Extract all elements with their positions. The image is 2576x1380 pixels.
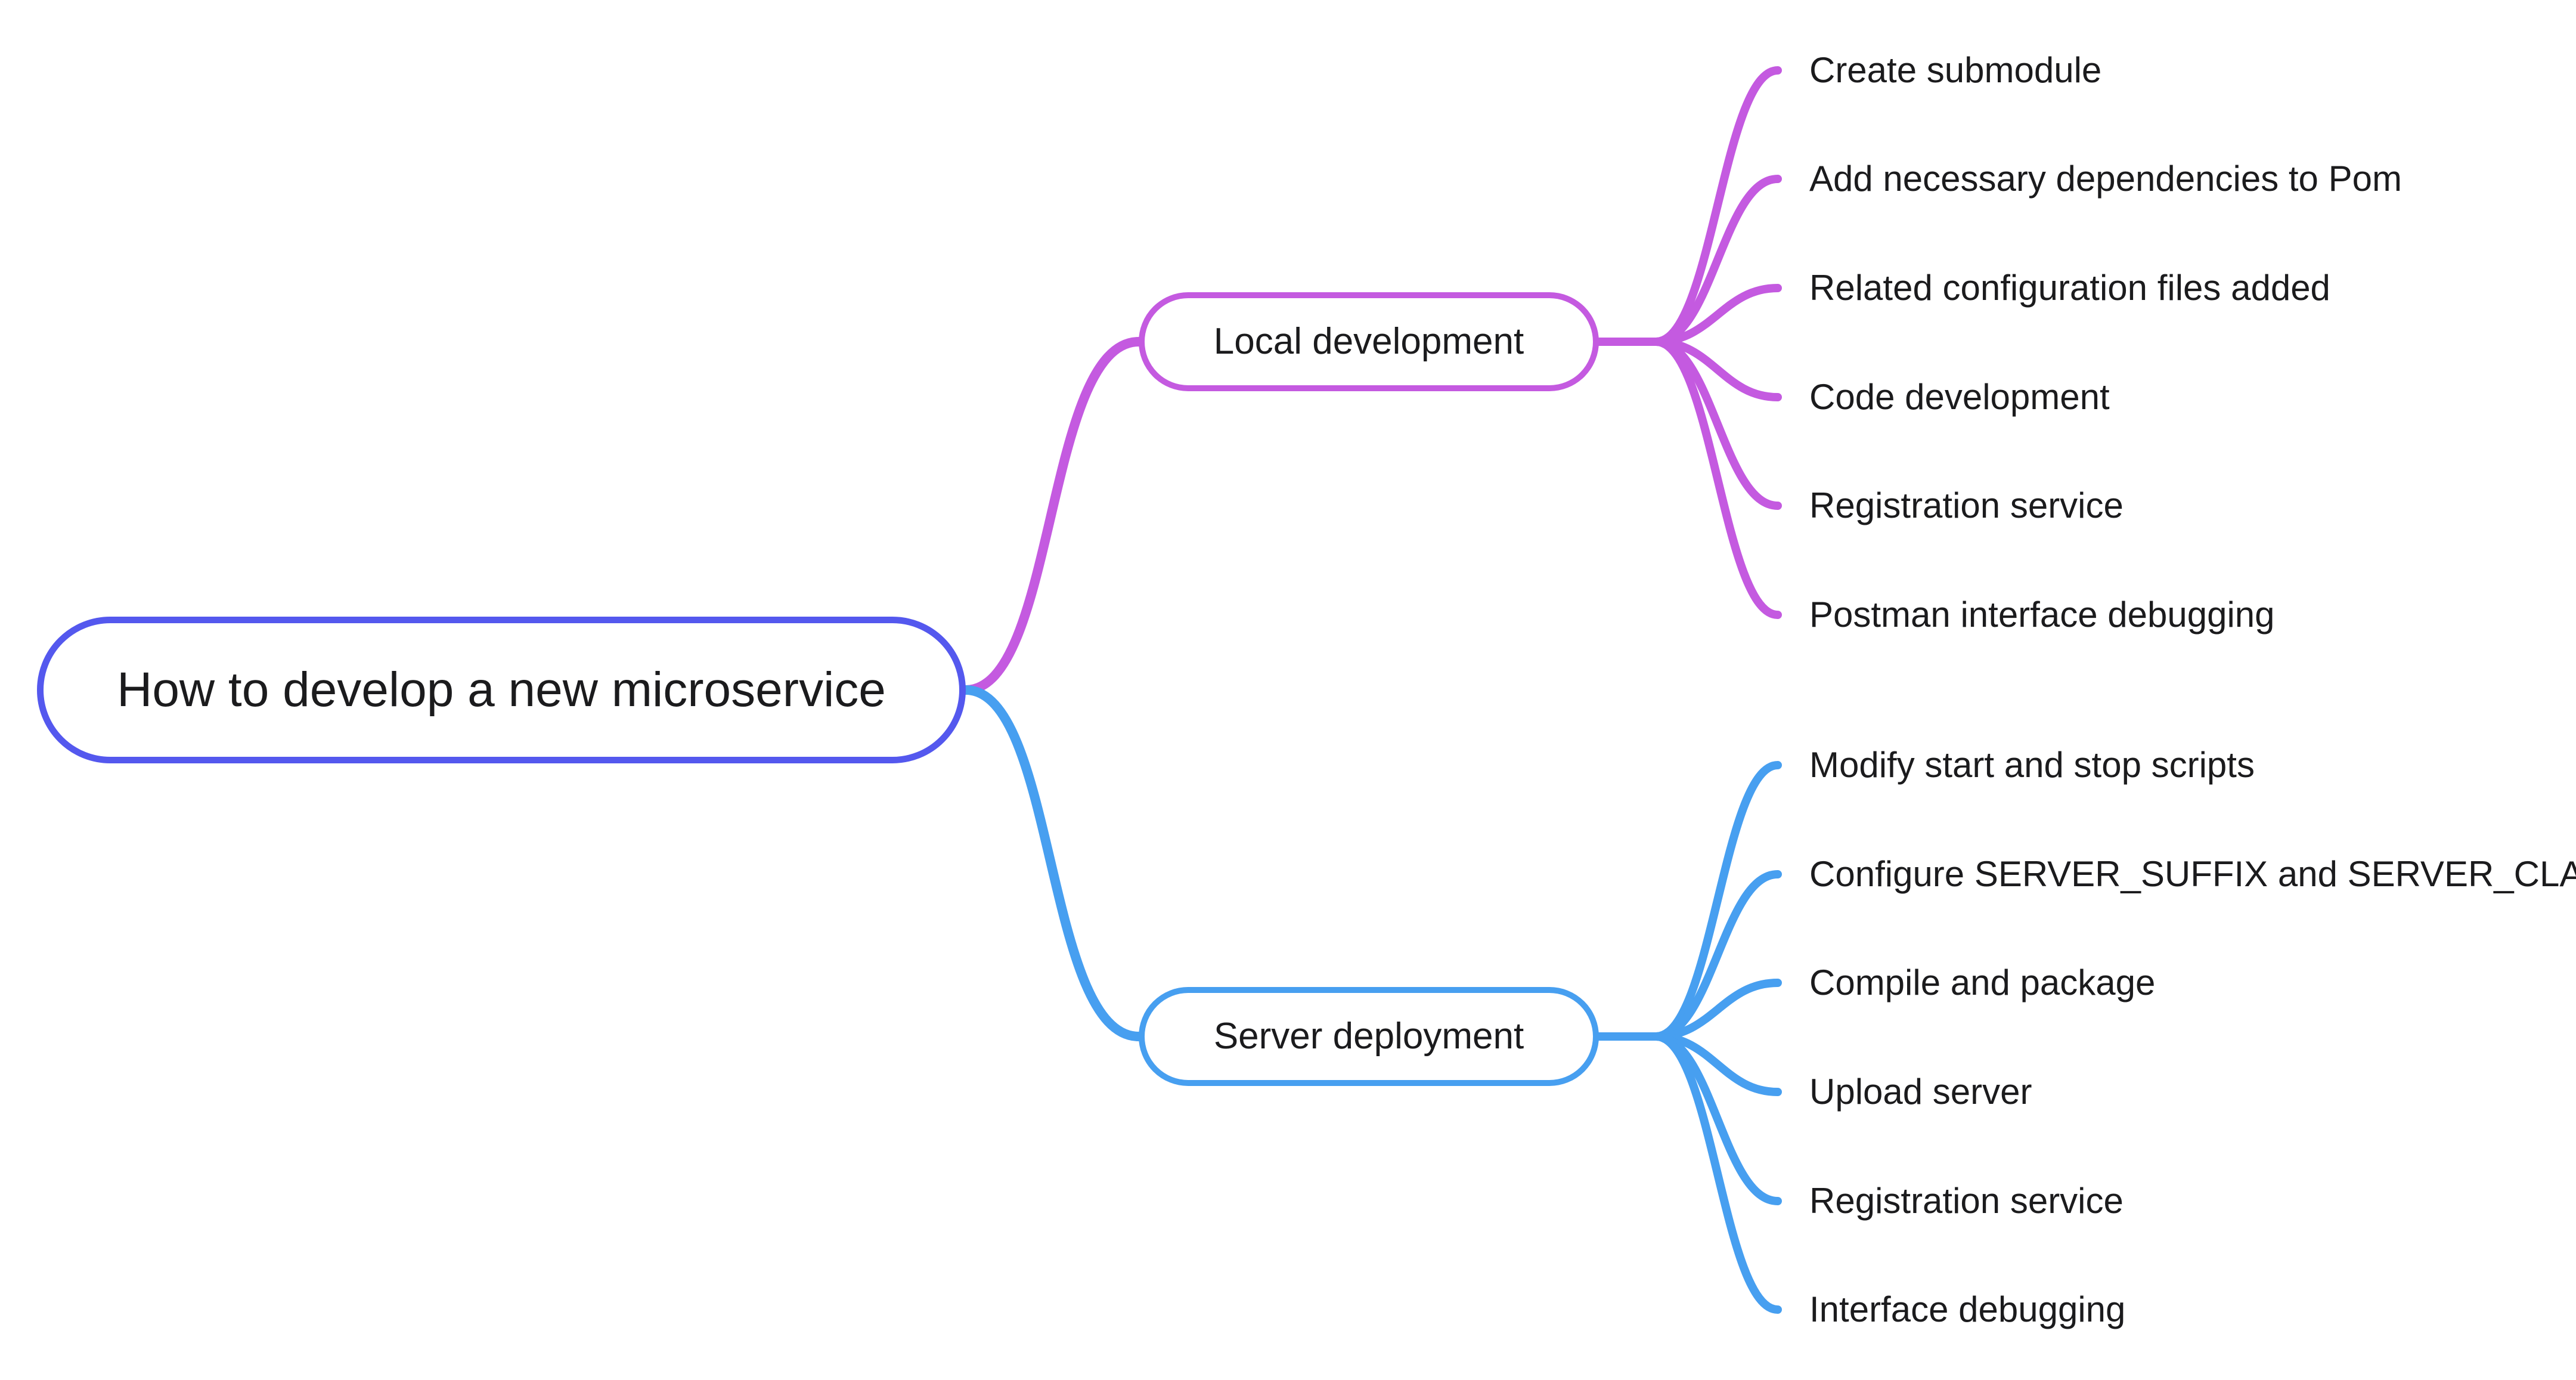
- edge: [1652, 870, 1782, 1041]
- edge: [1652, 338, 1782, 619]
- edge: [1652, 1032, 1782, 1314]
- leaf-node-create-submodule[interactable]: Create submodule: [1809, 50, 2102, 90]
- branch-node-local-development-label: Local development: [1213, 321, 1524, 362]
- leaf-node-modify-start-stop-scripts[interactable]: Modify start and stop scripts: [1809, 745, 2255, 785]
- edge: [1652, 175, 1782, 346]
- leaf-node-compile-and-package[interactable]: Compile and package: [1809, 963, 2156, 1002]
- edge: [1652, 66, 1782, 346]
- leaf-node-registration-service-local[interactable]: Registration service: [1809, 485, 2124, 525]
- root-node[interactable]: How to develop a new microservice: [37, 617, 966, 763]
- edge: [1652, 284, 1782, 346]
- edge: [1652, 338, 1782, 510]
- leaf-node-related-configuration-files[interactable]: Related configuration files added: [1809, 268, 2330, 308]
- leaf-node-interface-debugging[interactable]: Interface debugging: [1809, 1289, 2126, 1329]
- edge: [1652, 761, 1782, 1041]
- edge: [961, 337, 1143, 695]
- root-node-label: How to develop a new microservice: [117, 663, 886, 717]
- leaf-node-configure-server-suffix-class[interactable]: Configure SERVER_SUFFIX and SERVER_CLASS: [1809, 854, 2576, 894]
- leaf-node-upload-server[interactable]: Upload server: [1809, 1072, 2032, 1112]
- edge: [1652, 979, 1782, 1041]
- branch-node-local-development[interactable]: Local development: [1139, 292, 1599, 391]
- edge: [961, 685, 1143, 1041]
- branch-node-server-deployment[interactable]: Server deployment: [1139, 987, 1599, 1086]
- branch-node-server-deployment-label: Server deployment: [1213, 1016, 1524, 1057]
- leaf-node-add-dependencies-pom[interactable]: Add necessary dependencies to Pom: [1809, 159, 2402, 199]
- edge: [1652, 338, 1782, 401]
- leaf-node-registration-service-server[interactable]: Registration service: [1809, 1181, 2124, 1221]
- edge: [1652, 1032, 1782, 1205]
- leaf-node-postman-interface-debugging[interactable]: Postman interface debugging: [1809, 595, 2275, 635]
- leaf-node-code-development[interactable]: Code development: [1809, 377, 2110, 417]
- edge: [1652, 1032, 1782, 1096]
